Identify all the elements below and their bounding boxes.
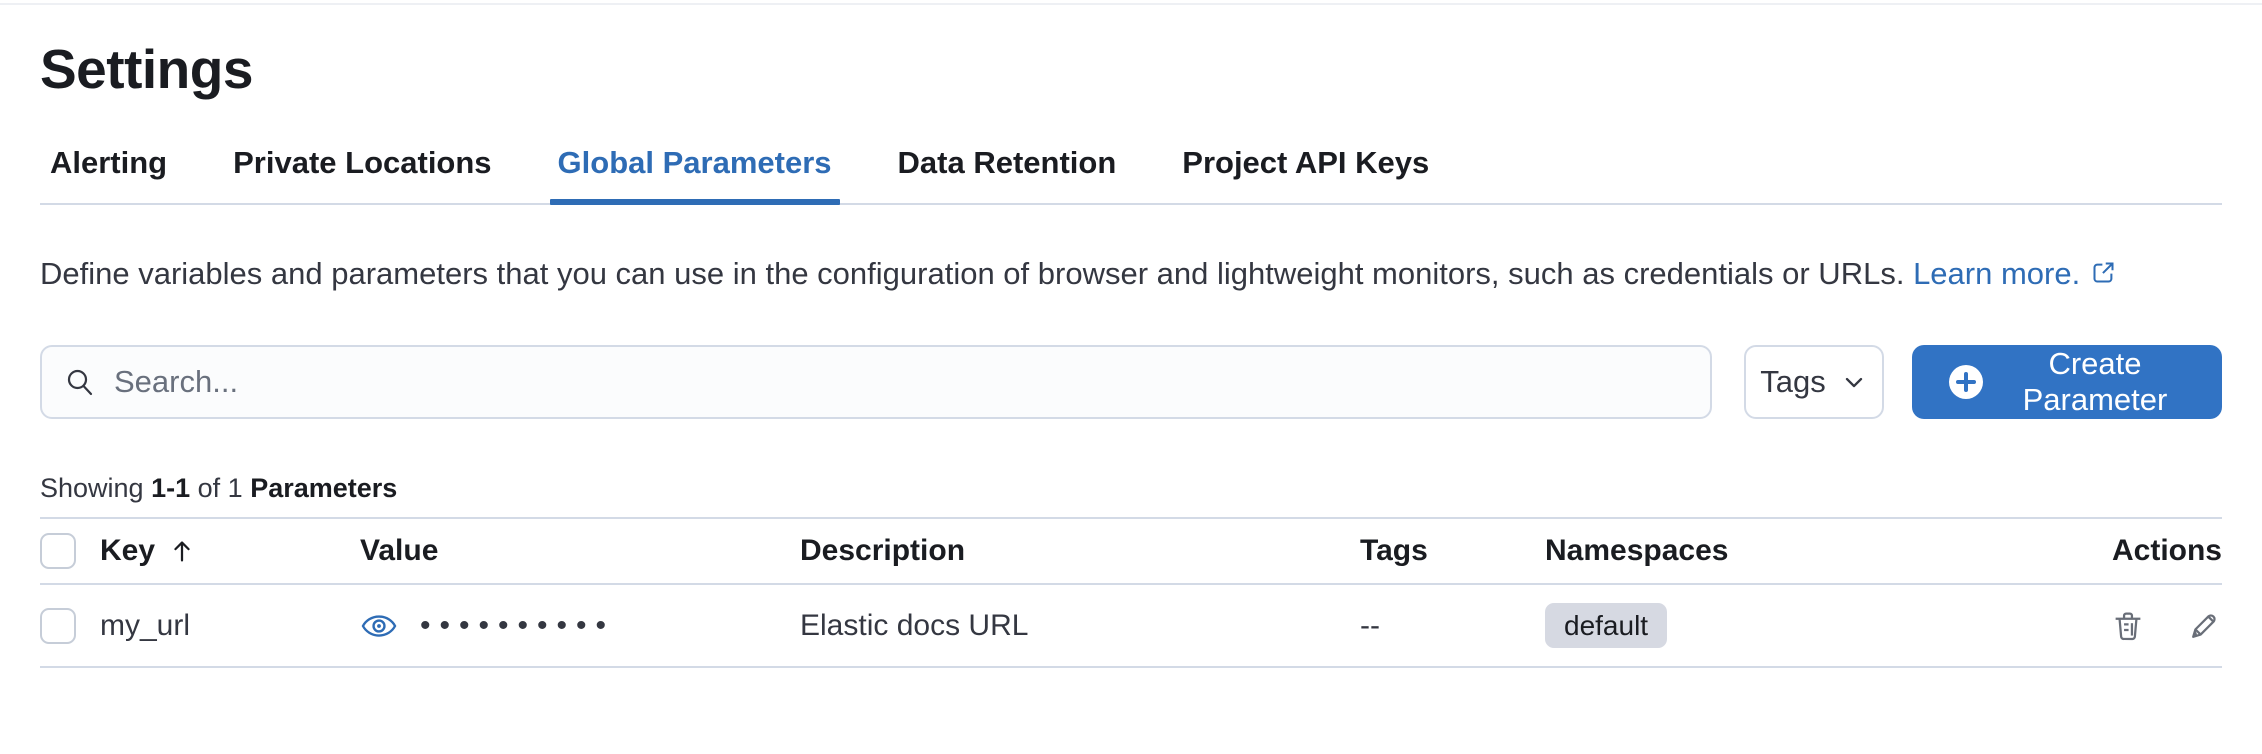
reveal-value-eye-icon[interactable] [360,607,398,645]
actions-header-label: Actions [2111,534,2222,567]
summary-entity: Parameters [250,473,398,503]
tags-header-label: Tags [1360,534,1428,567]
description-text: Define variables and parameters that you… [40,256,1905,291]
page-title: Settings [40,38,253,100]
column-header-description: Description [800,534,1360,568]
settings-tabs: Alerting Private Locations Global Parame… [40,139,2222,205]
results-summary: Showing 1-1 of 1 Parameters [40,473,2222,504]
row-checkbox[interactable] [40,607,76,644]
tags-filter-label: Tags [1760,364,1826,399]
tab-data-retention[interactable]: Data Retention [897,145,1117,180]
create-parameter-button[interactable]: Create Parameter [1912,345,2222,419]
create-parameter-label: Create Parameter [2022,346,2168,417]
description-header-label: Description [800,534,966,567]
namespace-badge: default [1545,603,1668,648]
summary-of: of 1 [197,473,243,503]
search-box[interactable] [40,345,1712,419]
delete-parameter-trash-icon[interactable] [2110,608,2146,644]
plus-in-circle-icon [1946,362,1986,402]
learn-more-link[interactable]: Learn more. [1913,256,2117,291]
parameter-tags: -- [1360,608,1380,642]
column-header-actions: Actions [1965,534,2222,568]
tags-filter-button[interactable]: Tags [1744,345,1884,419]
masked-parameter-value: •••••••••• [420,608,616,642]
column-header-tags: Tags [1360,534,1545,568]
external-link-icon [2090,259,2117,286]
parameters-toolbar: Tags Create Parameter [40,345,2222,419]
row-select-cell [40,607,100,644]
search-input[interactable] [114,364,1688,400]
tab-private-locations[interactable]: Private Locations [233,145,492,180]
chevron-down-icon [1840,368,1868,396]
learn-more-label: Learn more. [1913,256,2081,291]
top-divider [0,3,2262,5]
row-key-cell: my_url [100,609,360,643]
summary-showing: Showing [40,473,144,503]
tab-alerting[interactable]: Alerting [50,145,168,180]
parameter-row: my_url •••••••••• Elastic docs URL -- de… [40,585,2222,668]
parameter-description: Elastic docs URL [800,608,1029,642]
settings-page: Settings Alerting Private Locations Glob… [0,31,2262,668]
row-value-cell: •••••••••• [360,607,800,645]
row-namespaces-cell: default [1545,603,1965,648]
summary-range: 1-1 [151,473,191,503]
value-header-label: Value [360,534,439,567]
parameters-table: Key Value Description Tags Namespaces Ac… [40,517,2222,668]
tab-project-api-keys[interactable]: Project API Keys [1182,145,1430,180]
select-all-cell [40,533,100,569]
namespaces-header-label: Namespaces [1545,534,1729,567]
parameter-key: my_url [100,608,191,642]
sort-ascending-icon [167,536,197,566]
page-description: Define variables and parameters that you… [40,249,2222,299]
table-header-row: Key Value Description Tags Namespaces Ac… [40,517,2222,585]
column-header-value: Value [360,534,800,568]
select-all-checkbox[interactable] [40,533,76,569]
row-actions-cell [1965,608,2222,644]
tab-global-parameters[interactable]: Global Parameters [549,139,840,205]
row-tags-cell: -- [1360,609,1545,643]
key-header-label: Key [100,534,156,567]
search-icon [64,366,96,398]
row-description-cell: Elastic docs URL [800,609,1360,643]
column-header-key[interactable]: Key [100,534,360,568]
edit-parameter-pencil-icon[interactable] [2186,608,2222,644]
column-header-namespaces: Namespaces [1545,534,1965,568]
